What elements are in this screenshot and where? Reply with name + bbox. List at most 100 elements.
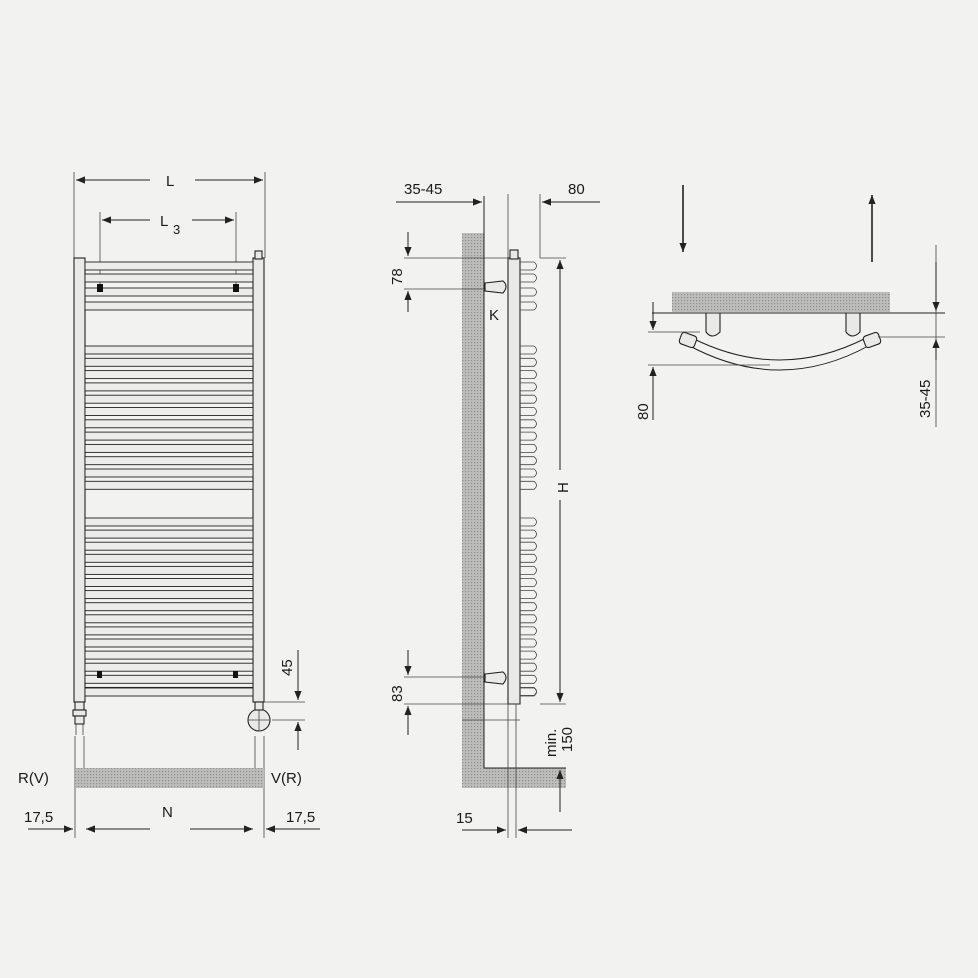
side-bar-loop bbox=[520, 480, 537, 490]
top-wall-bracket bbox=[484, 280, 507, 294]
radiator-bar bbox=[84, 407, 254, 416]
side-bar-loop bbox=[520, 382, 537, 392]
bottom-wall-bracket bbox=[484, 671, 507, 685]
radiator-bar bbox=[84, 394, 254, 404]
side-wall bbox=[462, 233, 484, 788]
front-floor bbox=[75, 768, 264, 788]
side-bar-loop bbox=[520, 345, 537, 355]
radiator-bar bbox=[84, 638, 254, 648]
side-view: 35-45 80 K 78 83 H min. 150 bbox=[389, 181, 600, 838]
radiator-bar bbox=[84, 480, 254, 490]
radiator-bar bbox=[84, 578, 254, 587]
left-valve-fitting bbox=[72, 701, 87, 735]
dim-45-label: 45 bbox=[279, 659, 296, 676]
dim-L-label: L bbox=[166, 173, 174, 190]
side-bar-loop bbox=[520, 529, 537, 539]
dim-83-label: 83 bbox=[389, 685, 406, 702]
side-bar-loop bbox=[520, 553, 537, 563]
radiator-bar bbox=[84, 456, 254, 466]
dim-min-label: min. bbox=[543, 729, 560, 757]
front-bars bbox=[84, 261, 254, 697]
curved-bar-cap-left bbox=[678, 331, 698, 349]
dim-15-label: 15 bbox=[456, 810, 473, 827]
return-left-label: R(V) bbox=[18, 770, 49, 787]
side-bar-loop bbox=[520, 687, 537, 696]
radiator-bar bbox=[84, 626, 254, 636]
radiator-bar bbox=[84, 382, 254, 392]
radiator-bar bbox=[84, 541, 254, 551]
radiator-bar bbox=[84, 687, 254, 697]
side-bar-loop bbox=[520, 602, 537, 612]
radiator-bar bbox=[84, 419, 254, 429]
side-bar-loop bbox=[520, 456, 537, 466]
bracket-K-label: K bbox=[489, 307, 499, 324]
dim-35-45-label: 35-45 bbox=[404, 181, 442, 198]
left-collector-tube bbox=[73, 257, 86, 703]
top-view-valve-right bbox=[845, 312, 861, 337]
radiator-bar bbox=[84, 602, 254, 612]
radiator-bar bbox=[84, 431, 254, 441]
side-bar-loop bbox=[520, 626, 537, 636]
side-bar-loop bbox=[520, 650, 537, 660]
radiator-bar bbox=[84, 357, 254, 367]
radiator-bar bbox=[84, 345, 254, 355]
side-bar-loops bbox=[520, 261, 537, 697]
bracket-bottom-left bbox=[97, 671, 102, 678]
side-bar-loop bbox=[520, 614, 537, 624]
radiator-bar bbox=[84, 565, 254, 575]
side-bar-loop bbox=[520, 578, 537, 587]
side-bar-loop bbox=[520, 419, 537, 429]
front-view: L L 3 bbox=[18, 172, 320, 838]
right-valve-fitting bbox=[247, 701, 271, 732]
dim-78-label: 78 bbox=[389, 268, 406, 285]
radiator-bar bbox=[84, 662, 254, 672]
radiator-bar bbox=[84, 674, 254, 684]
side-bar-loop bbox=[520, 517, 537, 527]
side-bar-loop bbox=[520, 301, 537, 311]
top-view-valve-left bbox=[705, 312, 721, 337]
radiator-bar bbox=[84, 287, 254, 297]
side-bar-loop bbox=[520, 261, 537, 271]
radiator-bar bbox=[84, 529, 254, 539]
side-bar-loop bbox=[520, 407, 537, 416]
side-bar-loop bbox=[520, 638, 537, 648]
dim-L3-subscript: 3 bbox=[173, 222, 180, 237]
bracket-bottom-right bbox=[233, 671, 238, 678]
top-dim-80-label: 80 bbox=[635, 403, 652, 420]
dim-N-label: N bbox=[162, 804, 173, 821]
radiator-bar bbox=[84, 468, 254, 478]
radiator-bar bbox=[84, 273, 254, 283]
dim-L3-label: L bbox=[160, 213, 168, 230]
side-bar-loop bbox=[520, 687, 537, 697]
radiator-bar bbox=[84, 614, 254, 624]
dim-17-5-right-label: 17,5 bbox=[286, 809, 315, 826]
dim-17-5-left-label: 17,5 bbox=[24, 809, 53, 826]
side-bar-loop bbox=[520, 273, 537, 283]
side-bar-loop bbox=[520, 541, 537, 551]
top-dim-35-45-label: 35-45 bbox=[917, 380, 934, 418]
dim-80-label: 80 bbox=[568, 181, 585, 198]
side-bar-loop bbox=[520, 674, 537, 684]
side-bar-loop bbox=[520, 370, 537, 379]
side-bar-loop bbox=[520, 394, 537, 404]
radiator-bar bbox=[84, 553, 254, 563]
right-collector-tube bbox=[252, 257, 265, 703]
side-bleed-valve bbox=[509, 249, 519, 260]
radiator-bar bbox=[84, 261, 254, 271]
side-bar-loop bbox=[520, 566, 537, 575]
dim-H-label: H bbox=[555, 482, 572, 493]
bracket-top-left bbox=[97, 284, 103, 292]
side-bar-loop bbox=[520, 431, 537, 441]
side-bar-loop bbox=[520, 468, 537, 478]
radiator-bar bbox=[84, 370, 254, 380]
curved-bar-cap-right bbox=[862, 331, 882, 349]
side-bar-loop bbox=[520, 662, 537, 672]
top-view: 80 35-45 bbox=[635, 185, 945, 427]
top-view-wall bbox=[672, 292, 890, 312]
curved-bar-back bbox=[691, 337, 867, 361]
side-bar-loop bbox=[520, 444, 537, 453]
side-bar-loop bbox=[520, 590, 537, 599]
dim-150-label: 150 bbox=[559, 727, 576, 752]
radiator-bar bbox=[84, 443, 254, 453]
